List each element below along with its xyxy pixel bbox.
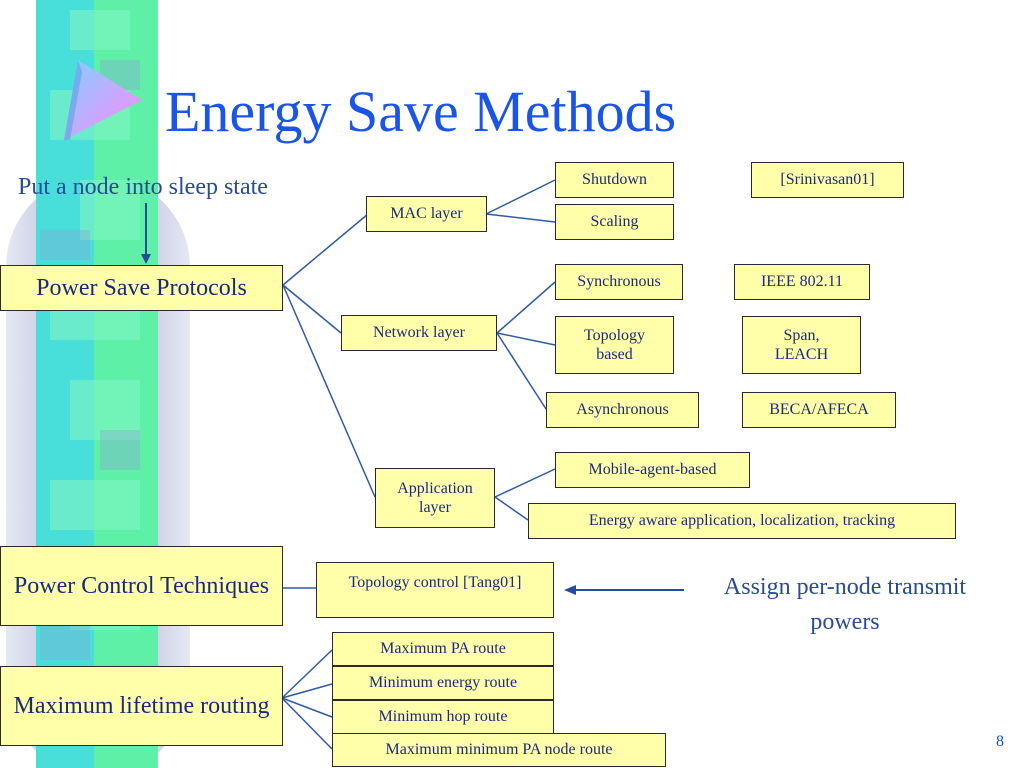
maximum-lifetime-routing-box: Maximum lifetime routing	[0, 666, 283, 746]
application-layer-box: Application layer	[375, 468, 495, 528]
span-leach-reference-box: Span, LEACH	[742, 316, 861, 374]
page-number: 8	[996, 733, 1004, 750]
slide-title: Energy Save Methods	[165, 79, 677, 144]
mobile-agent-based-box: Mobile-agent-based	[555, 452, 750, 488]
beca-afeca-reference-box: BECA/AFECA	[742, 392, 896, 428]
route-maximum-minimum-pa-node: Maximum minimum PA node route	[332, 733, 666, 767]
transmit-power-annotation: Assign per-node transmit powers	[723, 574, 967, 635]
power-control-techniques-box: Power Control Techniques	[0, 546, 283, 626]
ieee-80211-reference-box: IEEE 802.11	[734, 264, 870, 300]
sleep-state-annotation: Put a node into sleep state	[18, 174, 268, 200]
shutdown-box: Shutdown	[555, 162, 674, 198]
energy-aware-application-box: Energy aware application, localization, …	[528, 503, 956, 539]
power-save-protocols-box: Power Save Protocols	[0, 265, 283, 311]
route-minimum-energy: Minimum energy route	[332, 666, 554, 700]
mac-layer-box: MAC layer	[366, 196, 487, 232]
asynchronous-box: Asynchronous	[546, 392, 699, 428]
route-maximum-pa: Maximum PA route	[332, 632, 554, 666]
synchronous-box: Synchronous	[555, 264, 683, 300]
network-layer-box: Network layer	[341, 315, 497, 351]
topology-control-box: Topology control [Tang01]	[316, 562, 554, 618]
srinivasan-reference-box: [Srinivasan01]	[751, 162, 904, 198]
topology-based-box: Topology based	[555, 316, 674, 374]
route-minimum-hop: Minimum hop route	[332, 700, 554, 734]
scaling-box: Scaling	[555, 204, 674, 240]
